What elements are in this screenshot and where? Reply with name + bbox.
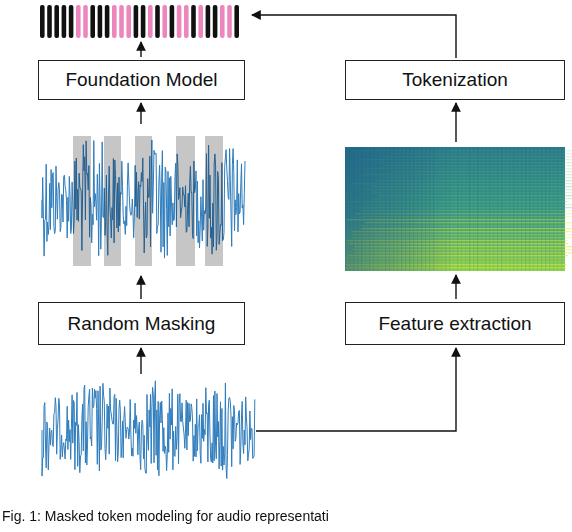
box-label: Feature extraction bbox=[378, 313, 531, 335]
token-sequence bbox=[40, 5, 239, 38]
spectrogram bbox=[345, 147, 572, 271]
process-box: Feature extraction bbox=[345, 302, 565, 345]
raw-waveform bbox=[42, 381, 255, 479]
process-box: Foundation Model bbox=[38, 60, 245, 100]
process-box: Random Masking bbox=[38, 302, 245, 345]
box-label: Foundation Model bbox=[65, 69, 217, 91]
box-label: Random Masking bbox=[68, 313, 216, 335]
figure-caption: Fig. 1: Masked token modeling for audio … bbox=[2, 508, 329, 524]
process-box: Tokenization bbox=[345, 60, 565, 100]
masked-waveform bbox=[42, 136, 245, 266]
box-label: Tokenization bbox=[402, 69, 508, 91]
